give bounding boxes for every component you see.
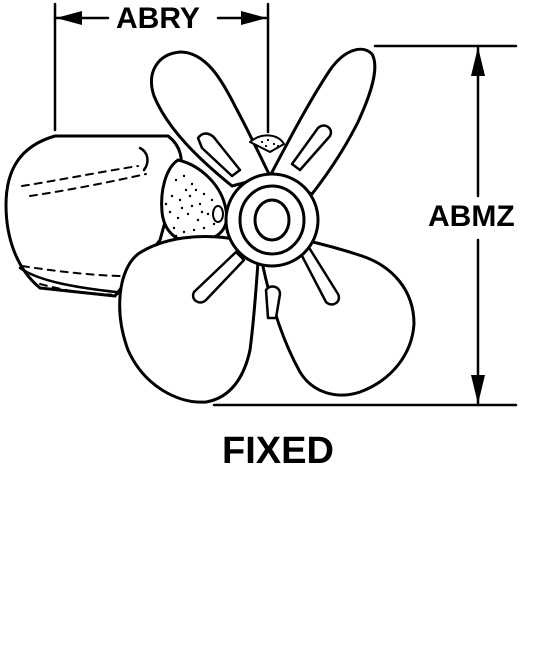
blade-upper-right — [268, 47, 377, 196]
blade-upper-left — [150, 50, 272, 188]
dimension-label-abry: ABRY — [116, 2, 200, 35]
propeller-hub — [224, 172, 320, 268]
blade-slots — [191, 124, 341, 320]
dimension-abmz — [212, 44, 518, 407]
diagram-caption: FIXED — [222, 430, 334, 472]
dimension-label-abmz: ABMZ — [428, 200, 515, 233]
dimension-abry — [53, 2, 270, 134]
blade-lower-right — [260, 238, 416, 397]
